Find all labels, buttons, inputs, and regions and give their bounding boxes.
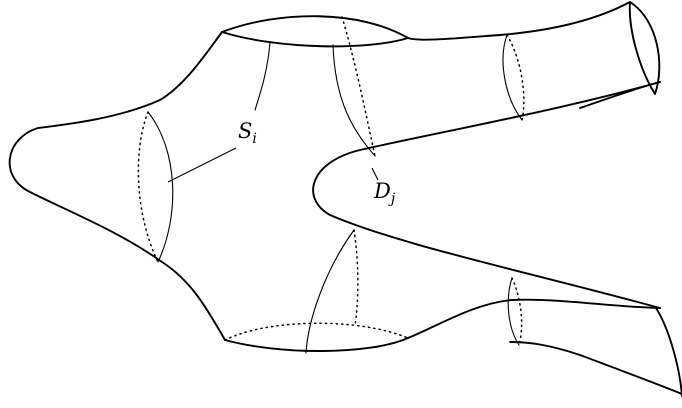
d-arc-upper-front [332,44,376,157]
s-curve-left-front [147,111,174,263]
d-arc-lower-front [305,229,355,354]
lower-leg-meridian-back [511,277,523,346]
d-j-label: Dj [374,179,395,206]
surface-boundary-top-edge [221,15,409,39]
d-label-leader [371,167,379,181]
d-arc-upper-back [341,16,376,157]
s-i-label-letter: S [238,119,253,143]
bottom-right-boundary-circle [655,307,682,397]
lower-leg-meridian-front [507,277,520,346]
s-curve-top-left [254,41,271,111]
upper-leg-meridian-front [502,34,523,121]
d-arc-lower-back [353,229,359,327]
top-right-boundary-circle [628,1,661,95]
surface-boundary-lower-leg-bottom [509,341,682,395]
s-label-leader [167,147,237,183]
s-i-label-subscript: i [252,130,257,147]
surface-boundary-crotch [312,81,661,309]
surface-boundary-upper-leg-top [407,1,631,41]
bottom-boundary-circle-back [224,322,409,341]
upper-leg-meridian-back [506,34,525,121]
s-i-label: Si [238,119,257,146]
surface-boundary-lower-leg-top [407,298,661,339]
s-curve-left-back [137,111,159,263]
surface-boundary-upper-leg-bottom [579,81,661,109]
d-j-label-letter: D [374,179,391,203]
top-boundary-circle-back [221,31,409,48]
surface-boundary-upper-left [8,31,226,341]
d-j-label-subscript: j [390,190,396,207]
surface-boundary-bottom-edge [224,337,409,352]
